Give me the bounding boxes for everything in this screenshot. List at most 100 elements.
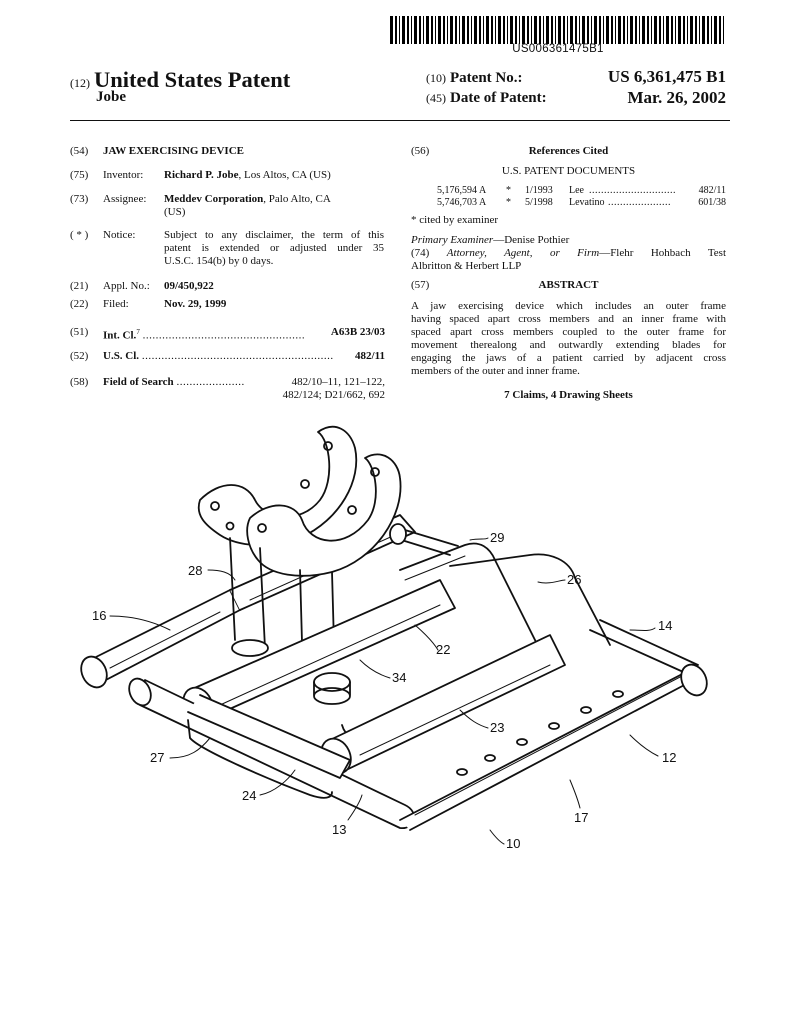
assignee-value: Meddev Corporation, Palo Alto, CA — [164, 193, 331, 206]
attorney-line-1: (74) Attorney, Agent, or Firm—Flehr Hohb… — [411, 247, 726, 260]
assignee-country: (US) — [164, 206, 186, 218]
int-cl-sup: 7 — [136, 328, 140, 336]
ref-star: * — [506, 197, 511, 208]
post-28 — [229, 537, 269, 657]
notice-line-1: Subject to any disclaimer, the term of t… — [164, 229, 384, 241]
rod-16 — [80, 589, 241, 689]
ref-date: 5/1998 — [525, 197, 553, 208]
ref-name: Lee — [569, 185, 584, 196]
ref-number: 5,176,594 A — [437, 185, 487, 196]
ref-number: 5,746,703 A — [437, 197, 487, 208]
inventor-value: Richard P. Jobe, Los Altos, CA (US) — [164, 169, 331, 182]
abstract-line: having spaced apart cross members and an… — [411, 313, 726, 325]
leader-lines — [109, 537, 659, 845]
attorney-firm-2: Albritton & Herbert LLP — [411, 260, 522, 272]
us-cl-leader: ........................................… — [141, 350, 334, 362]
code-45: (45) — [426, 91, 446, 105]
knob-34 — [313, 672, 351, 705]
field-search-leader: ..................... — [176, 376, 245, 388]
inventor-short: Jobe — [96, 89, 126, 105]
cited-by-examiner: * cited by examiner — [411, 214, 499, 226]
filed-label: Filed: — [103, 298, 129, 310]
filed-value: Nov. 29, 1999 — [164, 298, 227, 310]
code-73: (73) — [70, 193, 89, 205]
inventor-location: , Los Altos, CA (US) — [238, 169, 331, 181]
rod-24 — [187, 694, 351, 779]
attorney-label: Attorney, Agent, or Firm — [446, 247, 600, 259]
assignee-location: , Palo Alto, CA — [263, 193, 331, 205]
ref-leader: ..................... — [608, 197, 671, 208]
invention-title: JAW EXERCISING DEVICE — [103, 145, 244, 157]
abstract-line: members of the outer and inner frame. — [411, 365, 580, 377]
code-51: (51) — [70, 326, 89, 338]
abstract-line: spaced apart cross members coupled to th… — [411, 326, 726, 338]
code-21: (21) — [70, 280, 89, 292]
patent-type-heading: (12) United States Patent — [70, 67, 290, 93]
references-title: References Cited — [528, 145, 609, 157]
int-cl-leader: ........................................… — [142, 329, 306, 342]
ref-leader: ............................. — [589, 185, 676, 196]
inventor-label: Inventor: — [103, 169, 144, 181]
ref-date: 1/1993 — [525, 185, 553, 196]
date-label: Date of Patent: — [450, 90, 547, 106]
ref-label: 26 — [567, 572, 581, 587]
abstract-line: A jaw exercising device which includes a… — [411, 300, 726, 312]
us-cl-value: 482/11 — [340, 350, 385, 363]
patent-no-label: Patent No.: — [450, 70, 523, 86]
references-list: 5,176,594 A * 1/1993 Lee ...............… — [411, 185, 726, 209]
int-cl-row: Int. Cl.7 ..............................… — [103, 326, 385, 343]
ref-label: 14 — [658, 618, 672, 633]
ref-label: 17 — [574, 810, 588, 825]
jaw-blade-rear — [197, 426, 358, 547]
ref-label: 23 — [490, 720, 504, 735]
int-cl-value: A63B 23/03 — [318, 326, 385, 339]
ref-label: 29 — [490, 530, 504, 545]
code-notice: ( * ) — [70, 229, 89, 241]
ref-label: 24 — [242, 788, 256, 803]
patent-date-row: (45) Date of Patent: Mar. 26, 2002 — [426, 88, 726, 107]
ref-label: 34 — [392, 670, 406, 685]
base-27 — [187, 719, 333, 799]
ref-label: 13 — [332, 822, 346, 837]
assignee-label: Assignee: — [103, 193, 147, 205]
code-75: (75) — [70, 169, 89, 181]
notice-line-3: U.S.C. 154(b) by 0 days. — [164, 255, 274, 267]
notice-label: Notice: — [103, 229, 136, 241]
ref-label: 28 — [188, 563, 202, 578]
patent-number-row: (10) Patent No.: US 6,361,475 B1 — [426, 67, 726, 87]
header-rule — [70, 120, 730, 121]
ref-name: Levatino — [569, 197, 605, 208]
field-search-line-2: 482/124; D21/662, 692 — [282, 389, 385, 401]
examiner-name: —Denise Pothier — [493, 234, 570, 246]
abstract-line: engaging the jaws of a patient carried b… — [411, 352, 726, 364]
code-22: (22) — [70, 298, 89, 310]
field-search-label: Field of Search — [103, 376, 174, 388]
rod-29 — [389, 523, 459, 556]
ref-class: 601/38 — [698, 197, 726, 208]
us-cl-row: U.S. Cl. ...............................… — [103, 350, 385, 363]
reference-row: 5,746,703 A * 5/1998 Levatino ..........… — [411, 197, 726, 209]
assignee-name: Meddev Corporation — [164, 193, 264, 205]
abstract-body: A jaw exercising device which includes a… — [411, 300, 726, 378]
inventor-name: Richard P. Jobe — [164, 169, 239, 181]
notice-line-2: patent is extended or adjusted under 35 — [164, 242, 384, 254]
patent-date: Mar. 26, 2002 — [627, 88, 726, 107]
appl-no-label: Appl. No.: — [103, 280, 150, 292]
code-74: (74) — [411, 247, 430, 259]
patent-drawing: 29 28 26 16 14 22 34 23 27 12 24 17 13 1… — [80, 426, 708, 851]
code-10: (10) — [426, 71, 446, 85]
field-54: (54) — [70, 145, 88, 158]
attorney-firm-1: —Flehr Hohbach Test — [599, 247, 727, 259]
examiner-label: Primary Examiner — [411, 234, 494, 246]
field-search-row: Field of Search ..................... — [103, 376, 385, 389]
abstract-title: ABSTRACT — [538, 279, 599, 291]
code-58: (58) — [70, 376, 89, 388]
code-12: (12) — [70, 76, 90, 90]
field-search-line-1: 482/10–11, 121–122, — [258, 376, 385, 389]
patent-number: US 6,361,475 B1 — [607, 67, 726, 86]
ref-label: 10 — [506, 836, 520, 851]
barcode-number: US006361475B1 — [512, 43, 604, 55]
ref-label: 27 — [150, 750, 164, 765]
primary-examiner: Primary Examiner—Denise Pothier — [411, 234, 569, 247]
ref-label: 16 — [92, 608, 106, 623]
